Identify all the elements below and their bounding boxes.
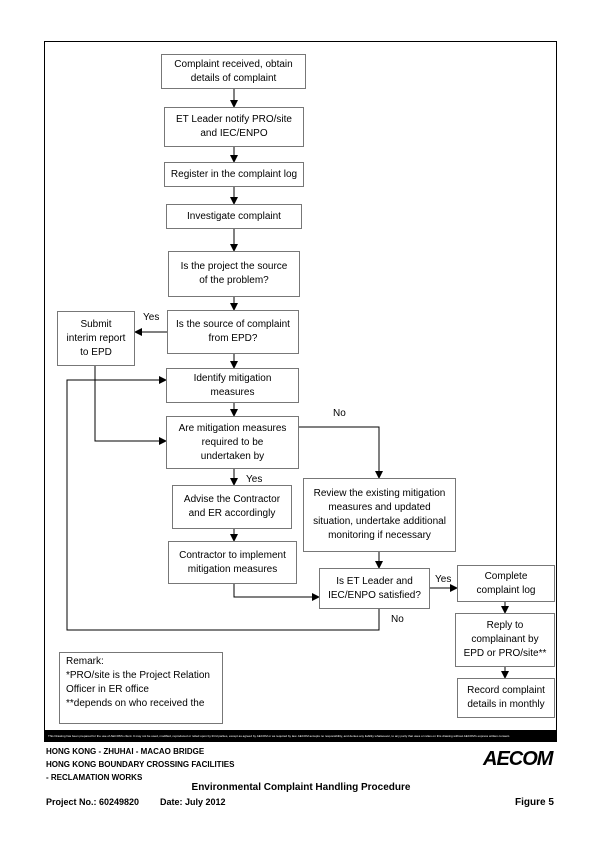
remark-box: Remark: *PRO/site is the Project Relatio… (59, 652, 223, 724)
project-number: Project No.: 60249820 (46, 797, 140, 807)
project-name-line-3: - RECLAMATION WORKS (46, 773, 143, 782)
label-yes-required: Yes (246, 474, 263, 485)
label-no-satisfied: No (391, 614, 404, 625)
box-contractor-implement: Contractor to implement mitigation measu… (168, 541, 297, 584)
box-reply-complainant: Reply to complainant by EPD or PRO/site*… (455, 613, 555, 667)
box-register-log: Register in the complaint log (164, 162, 304, 187)
document-title: Environmental Complaint Handling Procedu… (191, 782, 411, 793)
box-source-from-epd: Is the source of complaint from EPD? (167, 310, 299, 354)
box-submit-interim-report: Submit interim report to EPD (57, 311, 135, 366)
box-advise-contractor: Advise the Contractor and ER accordingly (172, 485, 292, 529)
box-notify-pro-iec: ET Leader notify PRO/site and IEC/ENPO (164, 107, 304, 147)
box-source-of-problem: Is the project the source of the problem… (168, 251, 300, 297)
label-no-required: No (333, 408, 346, 419)
drawing-date: Date: July 2012 (160, 797, 226, 807)
project-name-line-2: HONG KONG BOUNDARY CROSSING FACILITIES (46, 760, 235, 769)
box-mitigation-required: Are mitigation measures required to be u… (166, 416, 299, 469)
box-record-details: Record complaint details in monthly (457, 678, 555, 718)
box-investigate: Investigate complaint (166, 204, 302, 229)
project-name-line-1: HONG KONG - ZHUHAI - MACAO BRIDGE (46, 747, 205, 756)
drawing-frame (44, 41, 557, 731)
box-review-mitigation: Review the existing mitigation measures … (303, 478, 456, 552)
figure-number: Figure 5 (515, 797, 554, 808)
box-identify-mitigation: Identify mitigation measures (166, 368, 299, 403)
box-complaint-received: Complaint received, obtain details of co… (161, 54, 306, 89)
box-et-leader-satisfied: Is ET Leader and IEC/ENPO satisfied? (319, 568, 430, 609)
disclaimer-bar: This Drawing has been prepared for the u… (44, 731, 557, 742)
label-yes-epd: Yes (143, 312, 160, 323)
aecom-logo: AECOM (483, 748, 553, 770)
box-complete-log: Complete complaint log (457, 565, 555, 602)
label-yes-satisfied: Yes (435, 574, 452, 585)
